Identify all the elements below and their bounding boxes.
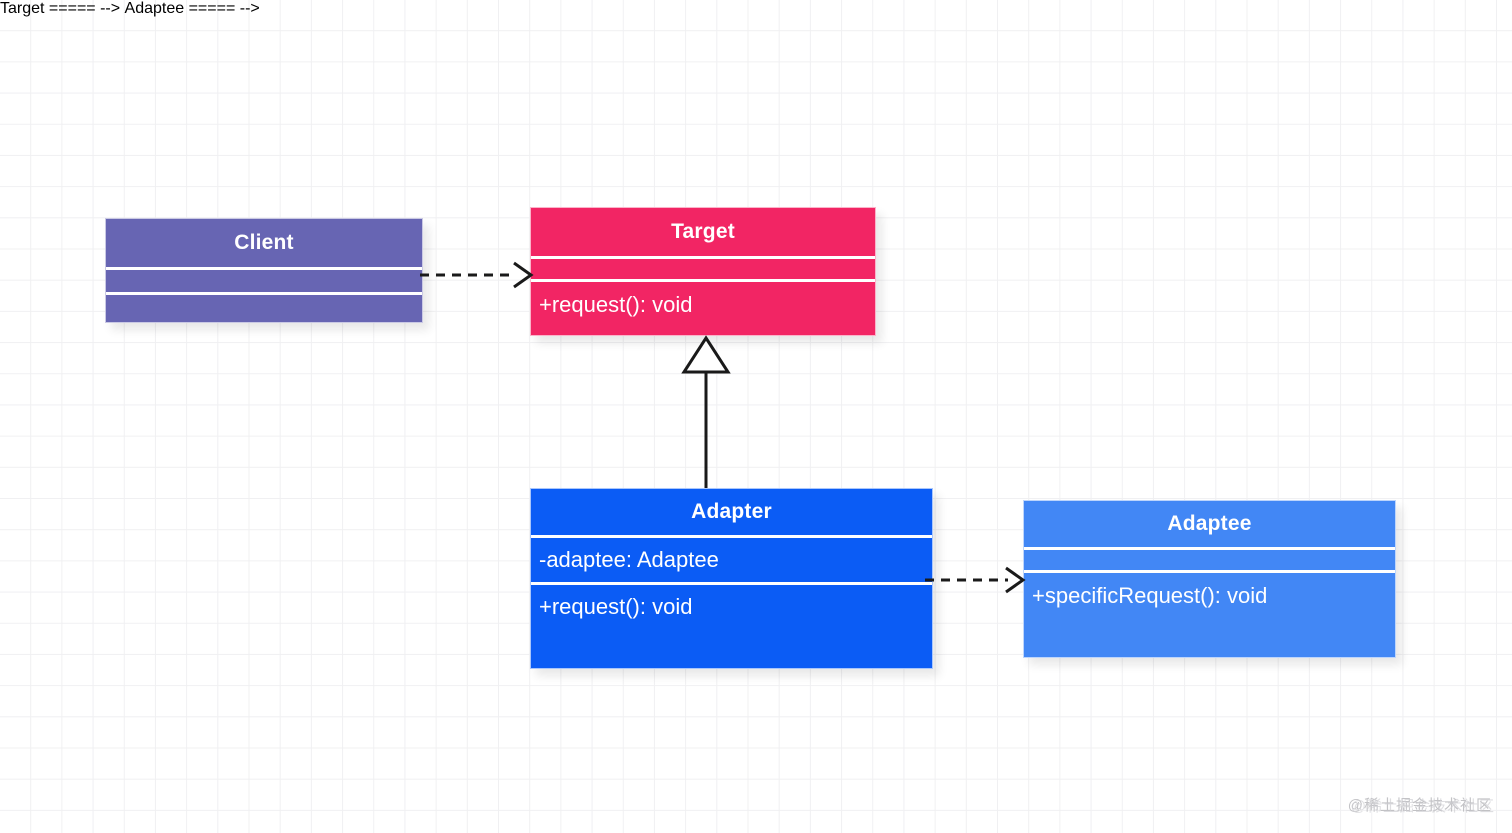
- watermark-ghost-text: @稀土掘金技术社区: [1350, 798, 1495, 815]
- dependency-arrow-adapter-to-adaptee[interactable]: [925, 555, 1045, 595]
- uml-operations-adapter: +request(): void: [531, 585, 932, 668]
- uml-class-title-adaptee: Adaptee: [1167, 512, 1252, 535]
- watermark-text: @稀土掘金技术社区: [1347, 797, 1492, 814]
- inheritance-arrow-adapter-to-target[interactable]: [660, 330, 760, 495]
- uml-class-title-client: Client: [234, 231, 294, 254]
- uml-operation: +request(): void: [539, 292, 693, 317]
- uml-operations-target: +request(): void: [531, 282, 875, 335]
- uml-attributes-adapter: -adaptee: Adaptee: [531, 538, 932, 582]
- uml-class-adaptee[interactable]: Adaptee +specificRequest(): void: [1023, 500, 1396, 658]
- uml-attributes-client: [106, 270, 422, 292]
- open-arrowhead-icon: [513, 261, 534, 289]
- uml-attribute: -adaptee: Adaptee: [539, 547, 719, 572]
- uml-class-title-adapter: Adapter: [691, 500, 772, 523]
- open-arrowhead-icon: [1005, 566, 1026, 594]
- uml-operations-adaptee: +specificRequest(): void: [1024, 573, 1395, 657]
- uml-divider: [1024, 547, 1395, 550]
- dependency-arrow-client-to-target[interactable]: [420, 250, 540, 290]
- uml-empty-operations: [114, 295, 422, 322]
- uml-empty-attributes: [1032, 550, 1395, 570]
- uml-operations-client: [106, 295, 422, 322]
- uml-divider: [531, 256, 875, 259]
- uml-class-title-target: Target: [671, 220, 735, 243]
- uml-divider: [106, 292, 422, 295]
- uml-divider: [531, 582, 932, 585]
- uml-attributes-target: [531, 259, 875, 279]
- uml-class-adapter[interactable]: Adapter -adaptee: Adaptee +request(): vo…: [530, 488, 933, 669]
- uml-empty-attributes: [114, 270, 422, 292]
- uml-operation: +specificRequest(): void: [1032, 583, 1268, 608]
- uml-divider: [531, 535, 932, 538]
- uml-class-target[interactable]: Target +request(): void: [530, 207, 876, 336]
- watermark: @稀土掘金技术社区 @稀土掘金技术社区: [1347, 794, 1495, 815]
- uml-divider: [106, 267, 422, 270]
- uml-operation: +request(): void: [539, 594, 693, 619]
- uml-attributes-adaptee: [1024, 550, 1395, 570]
- uml-divider: [531, 279, 875, 282]
- uml-empty-attributes: [539, 259, 875, 279]
- hollow-triangle-arrowhead-icon: [681, 335, 731, 374]
- uml-class-client[interactable]: Client: [105, 218, 423, 323]
- uml-divider: [1024, 570, 1395, 573]
